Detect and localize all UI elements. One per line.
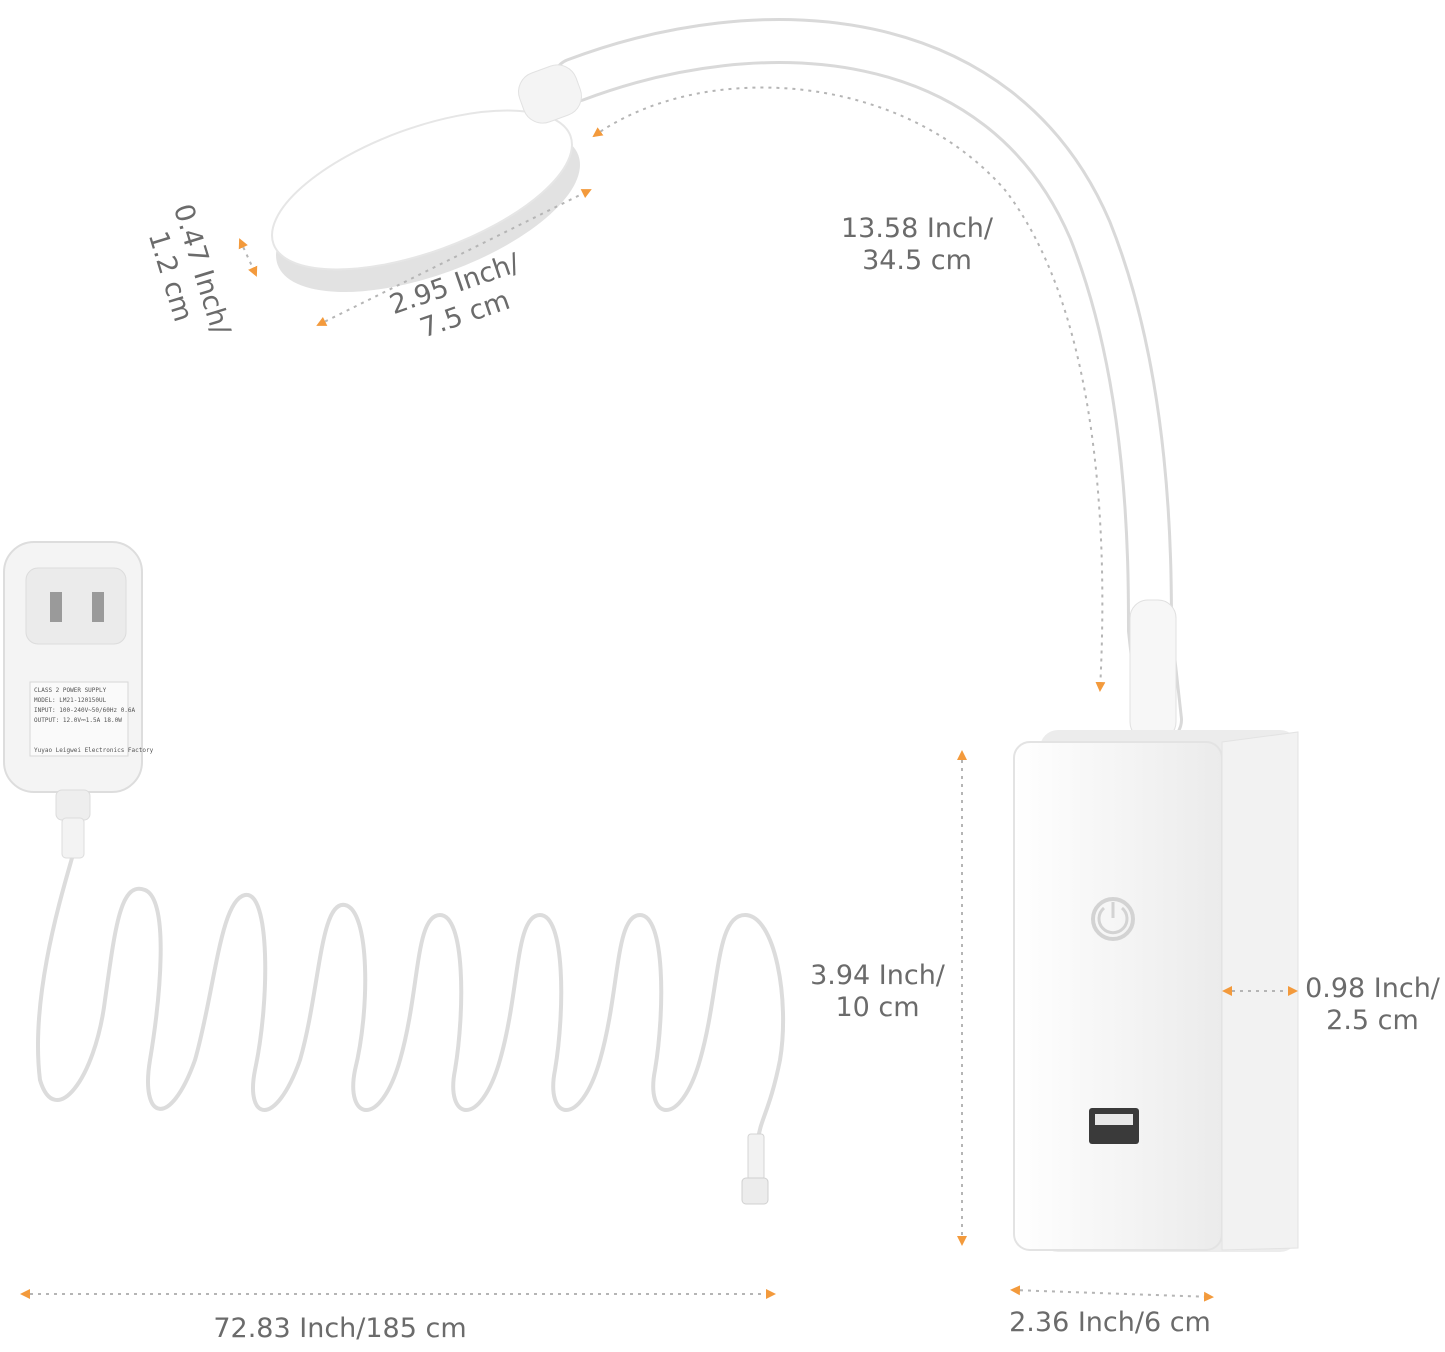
label-cable-length: 72.83 Inch/185 cm bbox=[213, 1313, 467, 1344]
label-base-depth: 0.98 Inch/ 2.5 cm bbox=[1305, 973, 1440, 1036]
dc-plug bbox=[741, 1133, 769, 1205]
adapter-label-model: MODEL: LM21-120150UL bbox=[34, 697, 107, 704]
dim-line-arm-length bbox=[592, 86, 1106, 692]
dimension-lines bbox=[20, 86, 1298, 1302]
dim-line-head-diameter bbox=[316, 189, 592, 326]
adapter-label: CLASS 2 POWER SUPPLY MODEL: LM21-120150U… bbox=[34, 687, 154, 754]
adapter-label-maker: Yuyao Leigwei Electronics Factory bbox=[34, 747, 154, 754]
dim-line-base-width bbox=[1010, 1285, 1214, 1302]
usb-port-icon bbox=[1089, 1108, 1139, 1144]
dim-line-head-thickness bbox=[238, 238, 258, 277]
wall-base bbox=[1013, 730, 1299, 1252]
adapter-label-title: CLASS 2 POWER SUPPLY bbox=[34, 687, 107, 694]
adapter-label-output: OUTPUT: 12.0V⎓1.5A 18.0W bbox=[34, 717, 122, 724]
label-base-height: 3.94 Inch/ 10 cm bbox=[810, 960, 945, 1023]
label-base-width: 2.36 Inch/6 cm bbox=[1009, 1307, 1211, 1338]
label-arm-length: 13.58 Inch/ 34.5 cm bbox=[840, 213, 993, 276]
gooseneck-arm bbox=[552, 18, 1183, 743]
power-icon bbox=[1091, 897, 1135, 941]
coiled-cable bbox=[36, 857, 786, 1141]
adapter-label-input: INPUT: 100-240V~50/60Hz 0.6A bbox=[34, 707, 136, 714]
power-adapter bbox=[3, 541, 143, 859]
